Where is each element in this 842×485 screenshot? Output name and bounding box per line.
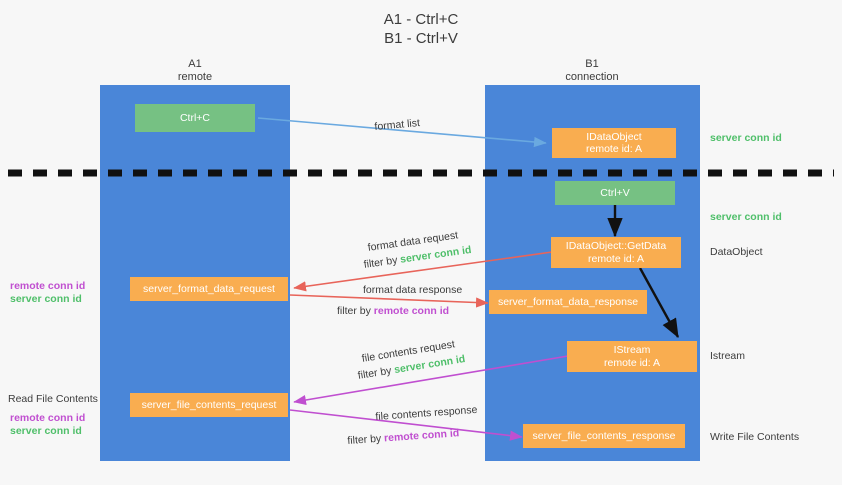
left-label-remote-conn-id-2: remote conn id xyxy=(10,412,85,425)
edge-label-file-contents-response-text: file contents response xyxy=(375,403,478,423)
filter-key-remote-conn-id: remote conn id xyxy=(373,305,450,317)
right-label-dataobject-text: DataObject xyxy=(710,246,763,258)
edge-label-file-contents-response-filter: filter by remote conn id xyxy=(347,427,460,448)
box-istream[interactable]: IStream remote id: A xyxy=(567,341,697,372)
column-b1-sub: connection xyxy=(565,71,619,83)
box-ctrl-c[interactable]: Ctrl+C xyxy=(135,104,255,132)
column-header-b1: B1 connection xyxy=(522,58,662,84)
filter-prefix: filter by xyxy=(363,253,402,271)
box-server-format-data-response[interactable]: server_format_data_response xyxy=(489,290,647,314)
title-line-2: B1 - Ctrl+V xyxy=(384,30,458,47)
box-idataobject[interactable]: IDataObject remote id: A xyxy=(552,128,676,158)
title-line-1: A1 - Ctrl+C xyxy=(383,11,459,28)
left-label-remote-conn-id-2-text: remote conn id xyxy=(10,412,86,424)
left-label-remote-conn-id-1-text: remote conn id xyxy=(10,280,86,292)
left-label-read-file-contents-text: Read File Contents xyxy=(8,393,98,405)
box-ctrl-v[interactable]: Ctrl+V xyxy=(555,181,675,205)
right-label-server-conn-id-top: server conn id xyxy=(710,132,782,145)
column-b1-name: B1 xyxy=(585,58,599,70)
box-istream-line1: IStream xyxy=(613,344,651,356)
box-ctrl-v-label: Ctrl+V xyxy=(600,186,630,199)
left-label-read-file-contents: Read File Contents xyxy=(8,393,98,406)
page-title: A1 - Ctrl+C B1 - Ctrl+V xyxy=(321,10,521,48)
edge-label-file-contents-response: file contents response xyxy=(375,404,478,424)
right-label-write-file-contents: Write File Contents xyxy=(710,431,799,444)
box-idataobject-getdata[interactable]: IDataObject::GetData remote id: A xyxy=(551,237,681,268)
right-label-server-conn-id-mid: server conn id xyxy=(710,211,782,224)
edge-label-format-data-response-text: format data response xyxy=(363,284,463,296)
box-server-format-data-response-label: server_format_data_response xyxy=(497,295,639,308)
box-server-file-contents-request[interactable]: server_file_contents_request xyxy=(130,393,288,417)
edge-label-format-data-response: format data response xyxy=(363,284,462,297)
box-server-file-contents-response[interactable]: server_file_contents_response xyxy=(523,424,685,448)
column-a1-name: A1 xyxy=(188,58,202,70)
filter-prefix: filter by xyxy=(337,305,374,317)
right-label-dataobject: DataObject xyxy=(710,246,763,259)
left-label-server-conn-id-1: server conn id xyxy=(10,293,82,306)
box-getdata-line1: IDataObject::GetData xyxy=(565,240,667,252)
box-getdata-line2: remote id: A xyxy=(587,252,645,265)
right-label-server-conn-id-mid-text: server conn id xyxy=(710,211,782,223)
right-label-server-conn-id-top-text: server conn id xyxy=(710,132,782,144)
column-a1-sub: remote xyxy=(177,71,213,83)
box-server-file-contents-request-label: server_file_contents_request xyxy=(141,398,277,411)
edge-label-format-list: format list xyxy=(374,117,420,134)
column-header-a1: A1 remote xyxy=(125,58,265,84)
right-label-istream-text: Istream xyxy=(710,350,746,362)
box-ctrl-c-label: Ctrl+C xyxy=(179,111,211,124)
edge-label-format-data-response-filter: filter by remote conn id xyxy=(337,305,449,318)
box-idataobject-line1: IDataObject xyxy=(586,130,642,143)
right-label-write-file-contents-text: Write File Contents xyxy=(710,431,800,443)
left-label-server-conn-id-2-text: server conn id xyxy=(10,425,82,437)
left-label-remote-conn-id-1: remote conn id xyxy=(10,280,85,293)
edge-label-format-list-text: format list xyxy=(374,117,421,133)
box-istream-line2: remote id: A xyxy=(603,356,661,369)
left-label-server-conn-id-1-text: server conn id xyxy=(10,293,82,305)
filter-prefix: filter by xyxy=(357,364,396,382)
right-label-istream: Istream xyxy=(710,350,745,363)
box-server-file-contents-response-label: server_file_contents_response xyxy=(532,429,676,442)
box-server-format-data-request-label: server_format_data_request xyxy=(143,282,275,295)
filter-key-remote-conn-id: remote conn id xyxy=(383,427,460,445)
filter-prefix: filter by xyxy=(347,432,385,447)
left-label-server-conn-id-2: server conn id xyxy=(10,425,82,438)
box-server-format-data-request[interactable]: server_format_data_request xyxy=(130,277,288,301)
box-idataobject-line2: remote id: A xyxy=(585,143,643,155)
